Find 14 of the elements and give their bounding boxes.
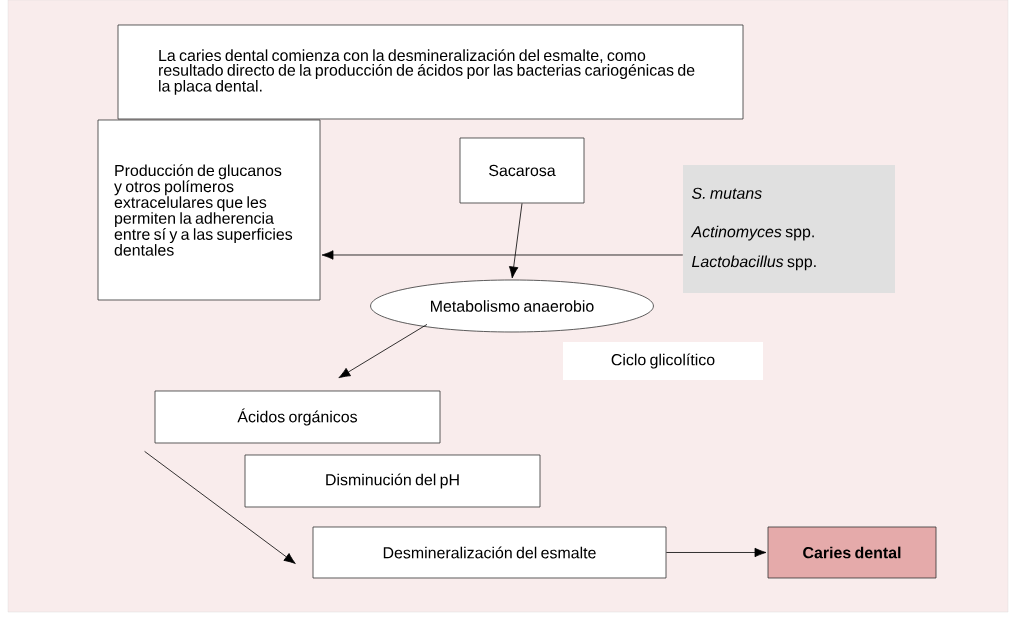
arrow xyxy=(338,324,428,379)
arrow xyxy=(321,250,684,260)
process-box: Ácidos orgánicos xyxy=(154,390,441,444)
bacteria-box: S. mutans Actinomyces spp. Lactobacillus spp. xyxy=(683,165,895,293)
result-box: Caries dental xyxy=(767,526,937,579)
arrow xyxy=(666,547,767,558)
note-box: La caries dental comienza con la desmineralización del esmalte, como resultado directo de la producción de ácidos por las bacterias cariogénicas de la placa dental. xyxy=(117,24,744,120)
arrow xyxy=(144,451,296,564)
text-box: Ciclo glicolítico xyxy=(563,342,763,380)
process-box: Sacarosa xyxy=(459,137,585,204)
arrow xyxy=(509,203,523,279)
process-box: Desmineralización del esmalte xyxy=(312,526,667,579)
process-box: Producción de glucanos y otros polímeros extracelulares que les permiten la adherencia entre sí y a las superficies dentales xyxy=(97,119,321,301)
process-box: Disminución del pH xyxy=(244,454,541,508)
